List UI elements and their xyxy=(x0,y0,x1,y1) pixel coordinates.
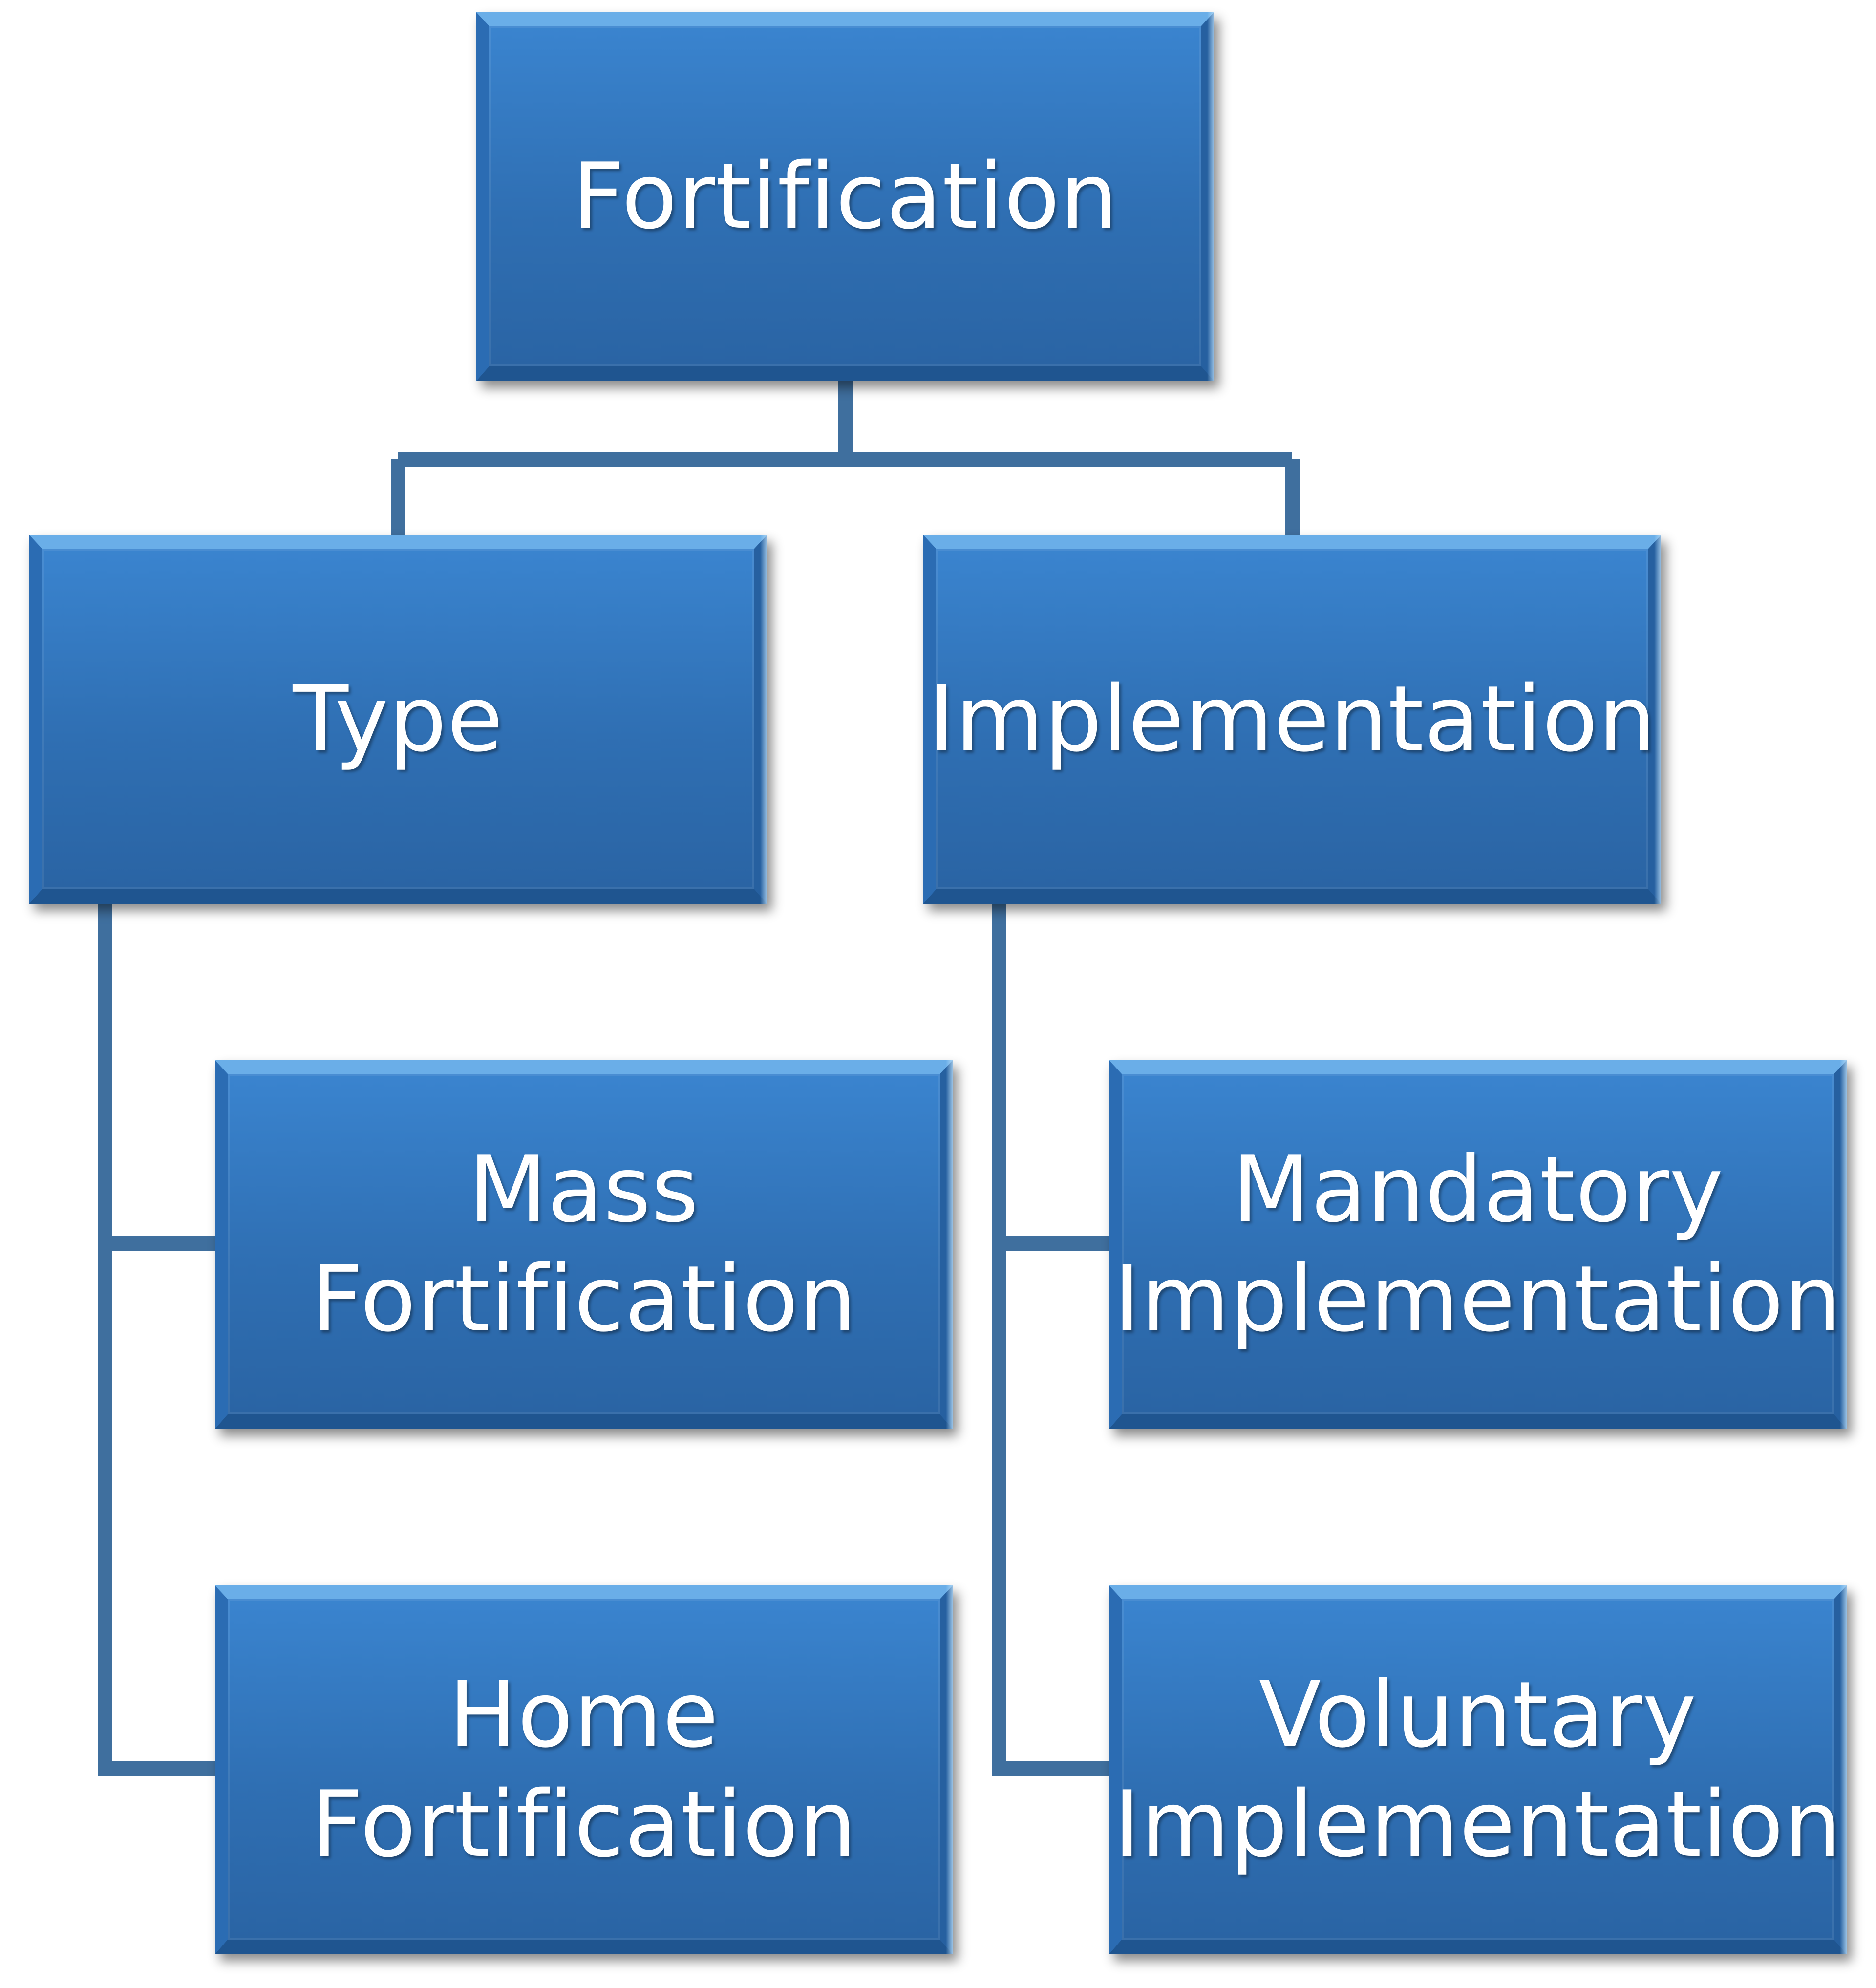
node-mandatory-implementation-label: Mandatory Implementation xyxy=(1113,1136,1842,1352)
node-fortification-label: Fortification xyxy=(572,143,1118,249)
node-implementation: Implementation xyxy=(923,535,1661,904)
node-mass-fortification-label: Mass Fortification xyxy=(311,1136,857,1352)
node-home-fortification-label: Home Fortification xyxy=(311,1662,857,1877)
node-voluntary-implementation-label: Voluntary Implementation xyxy=(1113,1662,1842,1877)
node-implementation-label: Implementation xyxy=(928,665,1657,772)
connector-implementation-children xyxy=(992,904,1109,1776)
connector-type-children xyxy=(98,904,215,1776)
node-type: Type xyxy=(29,535,767,904)
node-fortification: Fortification xyxy=(476,12,1214,381)
node-mandatory-implementation: Mandatory Implementation xyxy=(1109,1060,1847,1429)
node-voluntary-implementation: Voluntary Implementation xyxy=(1109,1585,1847,1954)
node-mass-fortification: Mass Fortification xyxy=(215,1060,953,1429)
node-type-label: Type xyxy=(293,665,504,772)
node-home-fortification: Home Fortification xyxy=(215,1585,953,1954)
